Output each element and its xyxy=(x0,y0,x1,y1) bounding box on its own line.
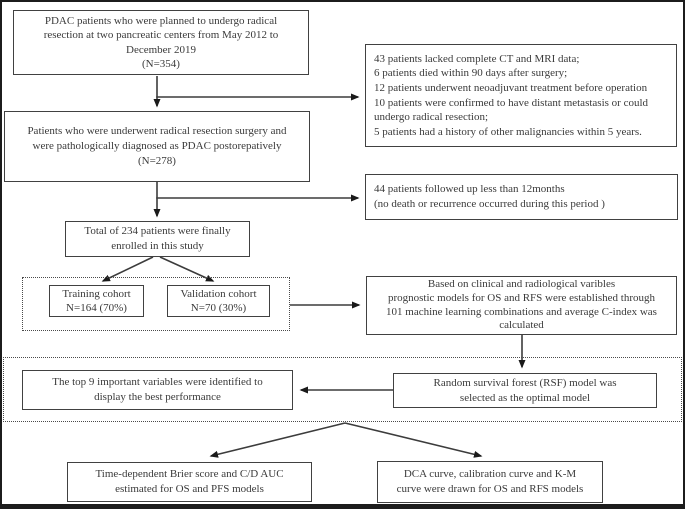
box-text-line: resection at two pancreatic centers from… xyxy=(43,29,279,42)
box-text-line: (N=354) xyxy=(142,57,180,70)
box-brier-score: Time-dependent Brier score and C/D AUC e… xyxy=(67,462,312,502)
box-training-cohort: Training cohort N=164 (70%) xyxy=(49,285,144,317)
box-text-line: enrolled in this study xyxy=(111,240,204,252)
box-validation-cohort: Validation cohort N=70 (30%) xyxy=(167,285,270,317)
box-text-line: (no death or recurrence occurred during … xyxy=(374,198,605,210)
box-text-line: (N=278) xyxy=(138,155,176,167)
arrow-selection-to-dca xyxy=(344,422,483,458)
box-text-line: undergo radical resection; xyxy=(374,111,489,124)
box-text-line: selected as the optimal model xyxy=(459,391,591,404)
box-text-line: Total of 234 patients were finally xyxy=(84,225,231,237)
box-text-line: 43 patients lacked complete CT and MRI d… xyxy=(374,52,580,65)
box-text-line: Time-dependent Brier score and C/D AUC xyxy=(95,468,284,480)
box-dca-curves: DCA curve, calibration curve and K-M cur… xyxy=(377,461,603,503)
box-text-line: curve were drawn for OS and RFS models xyxy=(396,483,584,495)
box-text-line: December 2019 xyxy=(126,43,196,56)
box-text-line: Patients who were underwent radical rese… xyxy=(27,125,287,137)
box-text-line: The top 9 important variables were ident… xyxy=(52,376,263,388)
box-text-line: N=70 (30%) xyxy=(190,302,247,314)
box-text-line: Training cohort xyxy=(62,288,131,300)
box-text-line: prognostic models for OS and RFS were es… xyxy=(387,291,656,304)
box-text-line: calculated xyxy=(499,319,544,332)
box-text-line: Random survival forest (RSF) model was xyxy=(433,376,617,389)
box-text-line: estimated for OS and PFS models xyxy=(115,483,264,495)
box-text-line: 5 patients had a history of other malign… xyxy=(374,125,642,138)
box-text-line: 101 machine learning combinations and av… xyxy=(386,305,657,318)
box-text-line: were pathologically diagnosed as PDAC po… xyxy=(32,140,282,152)
box-text-line: PDAC patients who were planned to underg… xyxy=(44,15,278,28)
box-text-line: DCA curve, calibration curve and K-M xyxy=(403,468,577,480)
box-top9-variables: The top 9 important variables were ident… xyxy=(22,370,293,410)
model-selection-dotted-group xyxy=(3,357,682,422)
box-exclusion-criteria: 43 patients lacked complete CT and MRI d… xyxy=(365,44,677,147)
cohort-split-dotted-group xyxy=(22,277,290,331)
box-text-line: 10 patients were confirmed to have dista… xyxy=(374,96,649,109)
box-followup-exclusion: 44 patients followed up less than 12mont… xyxy=(365,174,678,220)
box-text-line: N=164 (70%) xyxy=(66,302,127,314)
box-text-line: display the best performance xyxy=(94,391,221,403)
box-text-line: Validation cohort xyxy=(180,288,257,300)
box-model-building: Based on clinical and radiological varib… xyxy=(366,276,677,335)
box-resected-patients: Patients who were underwent radical rese… xyxy=(4,111,310,182)
box-text-line: 12 patients underwent neoadjuvant treatm… xyxy=(374,81,648,94)
box-planned-patients: PDAC patients who were planned to underg… xyxy=(13,10,309,75)
box-rsf-model: Random survival forest (RSF) model was s… xyxy=(393,373,657,408)
box-enrolled-patients: Total of 234 patients were finally enrol… xyxy=(65,221,250,257)
arrow-selection-to-brier xyxy=(209,422,346,458)
box-text-line: 6 patients died within 90 days after sur… xyxy=(374,67,568,80)
box-text-line: Based on clinical and radiological varib… xyxy=(427,277,616,290)
box-text-line: 44 patients followed up less than 12mont… xyxy=(374,183,565,195)
